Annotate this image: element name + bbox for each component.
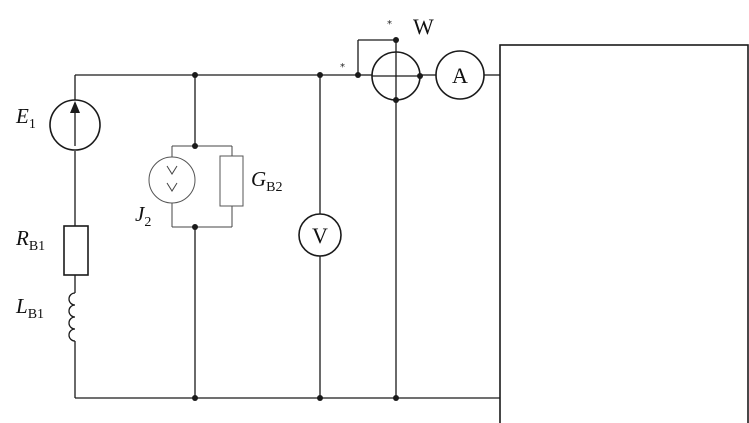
wattmeter-voltage-mark: *: [387, 19, 392, 30]
wattmeter-label: W: [413, 14, 434, 39]
junction-dot: [192, 72, 198, 78]
junction-dot: [393, 395, 399, 401]
label-j2: J2: [135, 202, 151, 230]
inductor-lb1: [68, 292, 76, 342]
junction-dot: [192, 143, 198, 149]
conductance-gb2: [219, 155, 244, 207]
source-arrow-icon: [70, 101, 80, 113]
junction-dots: [192, 37, 423, 401]
voltage-source-e1: [49, 99, 101, 151]
wattmeter-current-mark: *: [340, 62, 345, 73]
label-lb1: LB1: [15, 294, 44, 322]
load-block: [499, 44, 749, 423]
resistor-rb1: [63, 225, 89, 276]
junction-dot: [317, 395, 323, 401]
voltmeter: V: [298, 213, 342, 257]
current-source-j2: [148, 156, 196, 204]
junction-dot: [192, 224, 198, 230]
ammeter: A: [435, 50, 485, 100]
junction-dot: [393, 97, 399, 103]
junction-dot: [355, 72, 361, 78]
label-gb2: GB2: [251, 167, 283, 195]
ammeter-label: A: [452, 63, 468, 88]
junction-dot: [317, 72, 323, 78]
junction-dot: [393, 37, 399, 43]
junction-dot: [417, 73, 423, 79]
wiring: [74, 39, 500, 399]
junction-dot: [192, 395, 198, 401]
label-rb1: RB1: [15, 226, 45, 254]
voltmeter-label: V: [312, 223, 328, 248]
label-e1: E1: [15, 104, 36, 132]
wattmeter: [371, 51, 421, 101]
